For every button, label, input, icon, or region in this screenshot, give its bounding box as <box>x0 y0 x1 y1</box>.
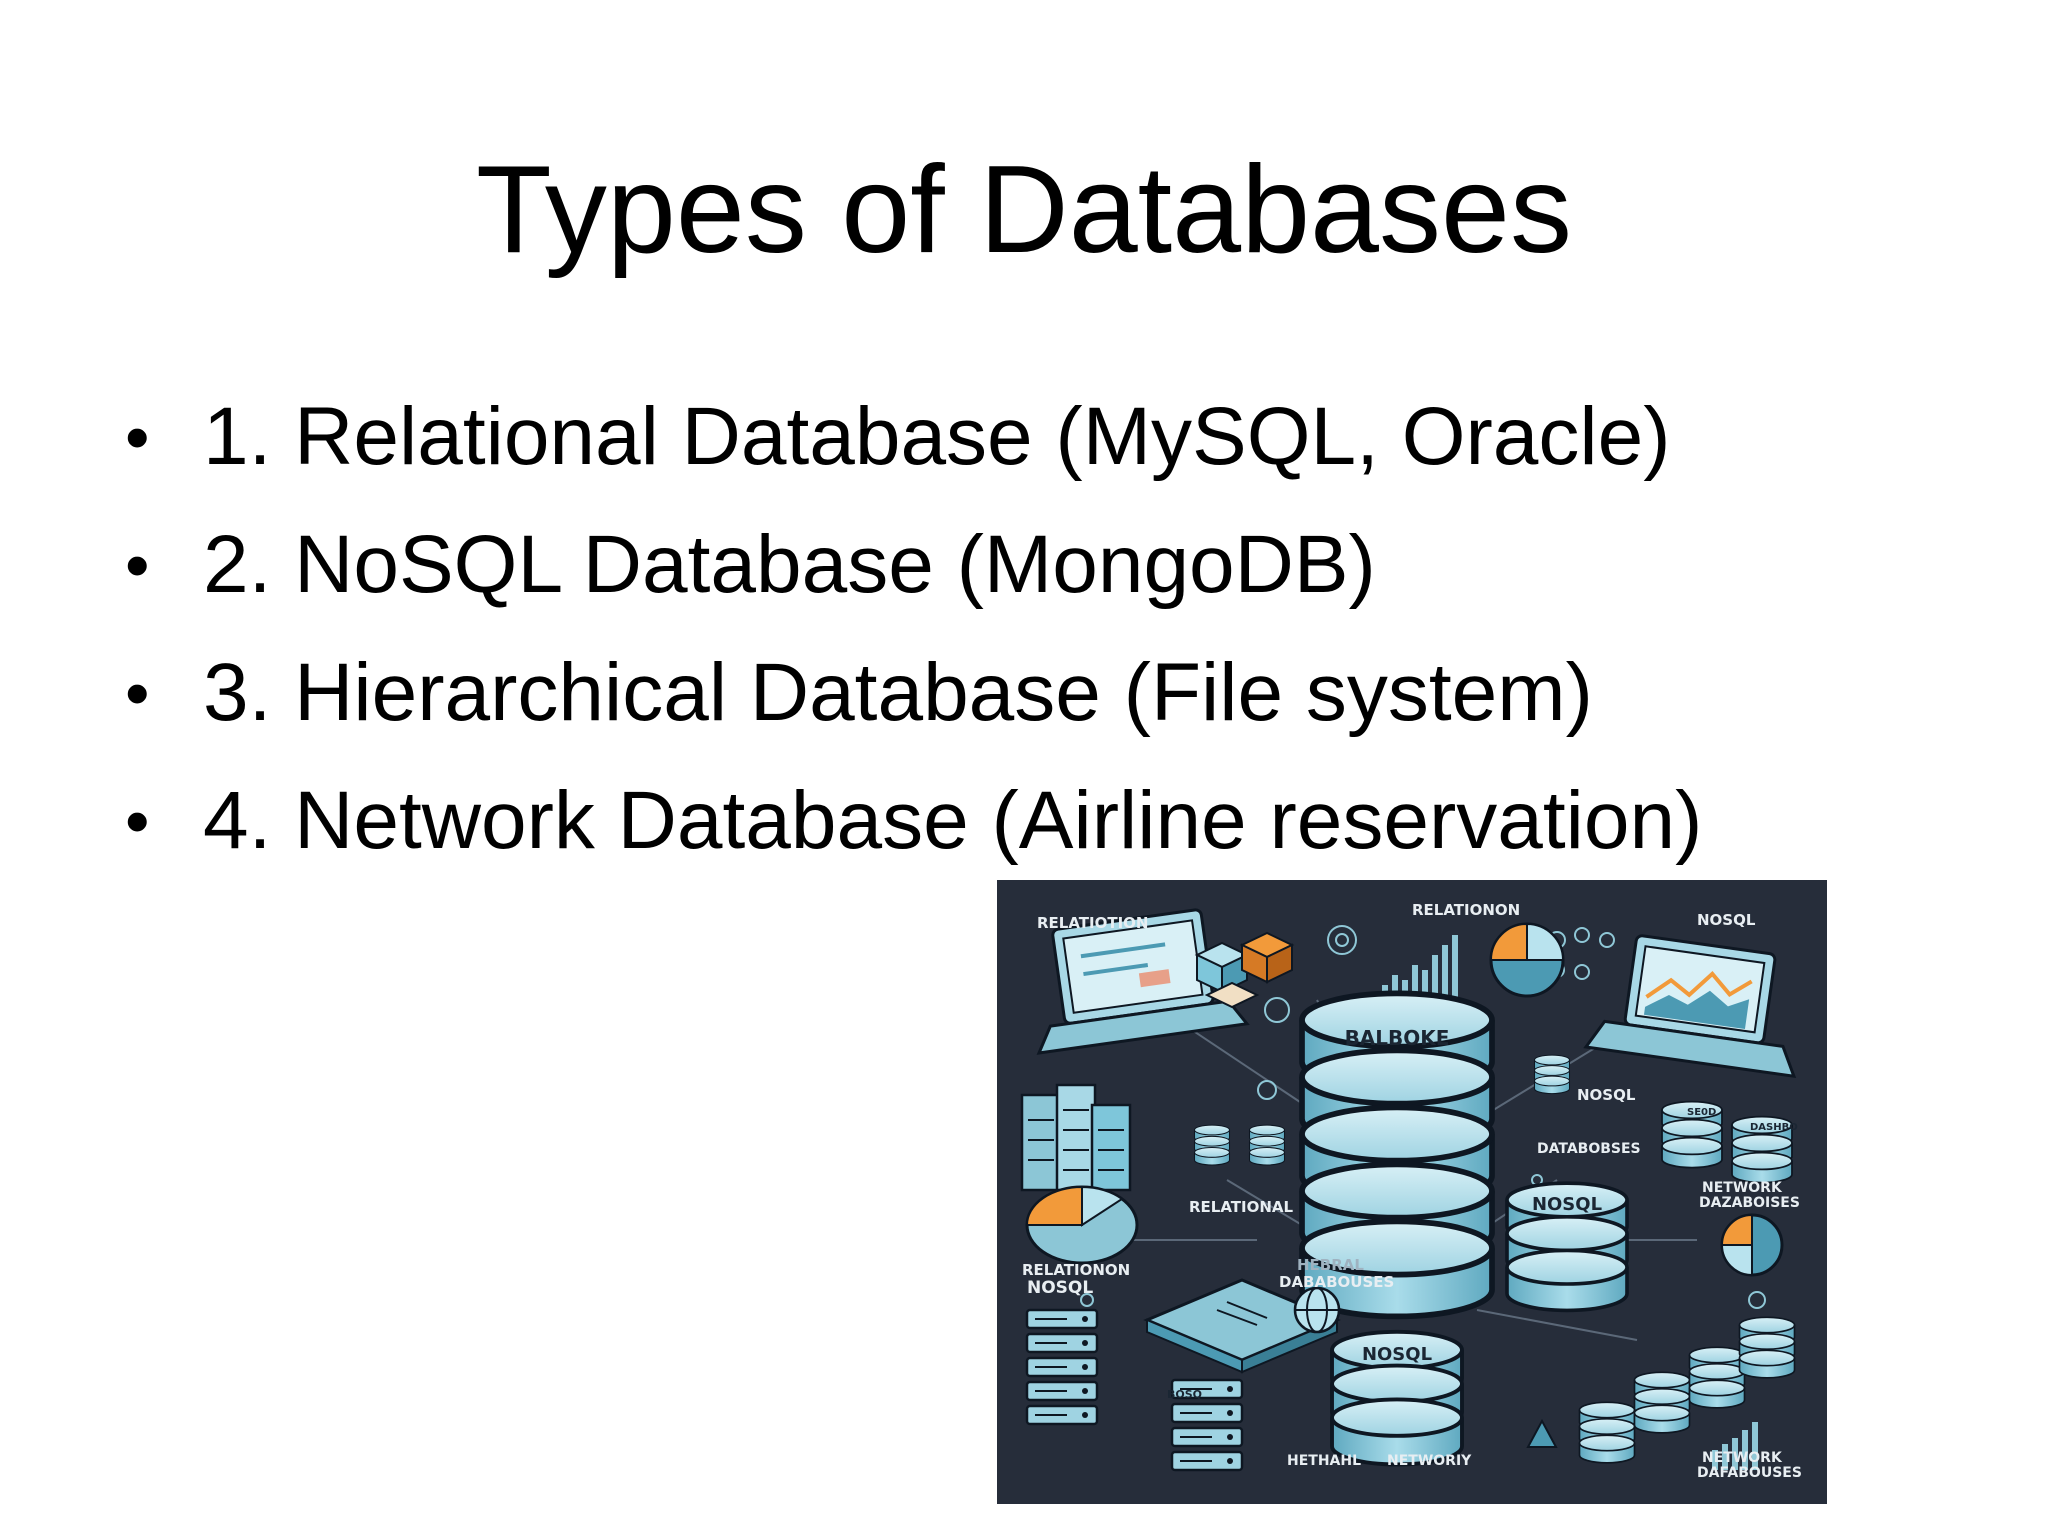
bullet-dot: • <box>125 654 150 732</box>
nosql-database-label: NOSQL <box>1532 1194 1602 1215</box>
small-database-icon <box>1578 1401 1636 1464</box>
illustration-label: RELATIONAL <box>1189 1198 1294 1216</box>
server-stack-icon <box>1025 1308 1099 1426</box>
pie-chart-icon <box>1025 1185 1139 1265</box>
pie-chart-icon <box>1489 922 1565 998</box>
illustration-label: NETWORK <box>1702 1180 1783 1196</box>
laptop-icon <box>1583 934 1797 1079</box>
illustration-label: NOSQL <box>1577 1086 1636 1104</box>
illustration-label: HEBRAL <box>1297 1256 1364 1274</box>
globe-icon <box>1293 1286 1341 1334</box>
illustration-label: NETWORK <box>1702 1450 1783 1466</box>
data-cubes-icon <box>1194 931 1295 1009</box>
warning-triangle-icon <box>1526 1418 1558 1448</box>
bullet-dot: • <box>125 398 150 476</box>
bullet-text: 4. Network Database (Airline reservation… <box>203 775 1703 866</box>
pie-chart-icon <box>1720 1213 1784 1277</box>
illustration-label: RELATIONON <box>1022 1261 1130 1279</box>
illustration-label: SE0D <box>1687 1107 1716 1118</box>
database-illustration: BALBOKE NOSQL <box>997 880 1827 1504</box>
small-database-icon <box>1248 1124 1286 1166</box>
small-database-icon <box>1738 1316 1796 1379</box>
central-db-label: BALBOKE <box>1345 1026 1450 1050</box>
illustration-label: DATABOBSES <box>1537 1141 1641 1157</box>
illustration-label: NOSQL <box>1027 1278 1093 1298</box>
bullet-item: • 2. NoSQL Database (MongoDB) <box>125 501 1702 629</box>
illustration-label: RELATIONON <box>1412 901 1520 919</box>
bullet-item: • 3. Hierarchical Database (File system) <box>125 629 1702 757</box>
tablet-device-icon <box>1143 1278 1341 1374</box>
slide-title: Types of Databases <box>476 141 1572 279</box>
bullet-dot: • <box>125 782 150 860</box>
small-database-icon <box>1533 1054 1571 1095</box>
small-database-icon <box>1688 1346 1746 1409</box>
illustration-label: DABABOUSES <box>1279 1273 1394 1291</box>
laptop-icon <box>1036 908 1250 1055</box>
illustration-label: HETHAHL <box>1287 1453 1361 1469</box>
database-illustration-svg: BALBOKE NOSQL <box>997 880 1827 1504</box>
bullet-text: 3. Hierarchical Database (File system) <box>203 647 1593 738</box>
bullet-item: • 4. Network Database (Airline reservati… <box>125 757 1702 885</box>
small-database-icon <box>1193 1124 1231 1166</box>
bullet-text: 1. Relational Database (MySQL, Oracle) <box>203 391 1671 482</box>
illustration-label: NOSQL <box>1697 911 1756 929</box>
illustration-label: NETWORIY <box>1387 1453 1472 1469</box>
server-rack-icon <box>1020 1083 1132 1192</box>
illustration-label: DAZABOISES <box>1699 1195 1800 1211</box>
small-database-icon <box>1633 1371 1691 1434</box>
bar-chart-icon <box>1712 1422 1758 1470</box>
illustration-label: DAFABOUSES <box>1697 1465 1802 1481</box>
bullet-list: • 1. Relational Database (MySQL, Oracle)… <box>125 373 1702 885</box>
bullet-text: 2. NoSQL Database (MongoDB) <box>203 519 1376 610</box>
nosql-database-label: NOSQL <box>1362 1344 1432 1365</box>
illustration-label: BOSQ <box>1167 1388 1202 1401</box>
bullet-dot: • <box>125 526 150 604</box>
bullet-item: • 1. Relational Database (MySQL, Oracle) <box>125 373 1702 501</box>
illustration-label: DASHBO <box>1750 1122 1798 1133</box>
illustration-label: RELATIOTION <box>1037 914 1148 932</box>
